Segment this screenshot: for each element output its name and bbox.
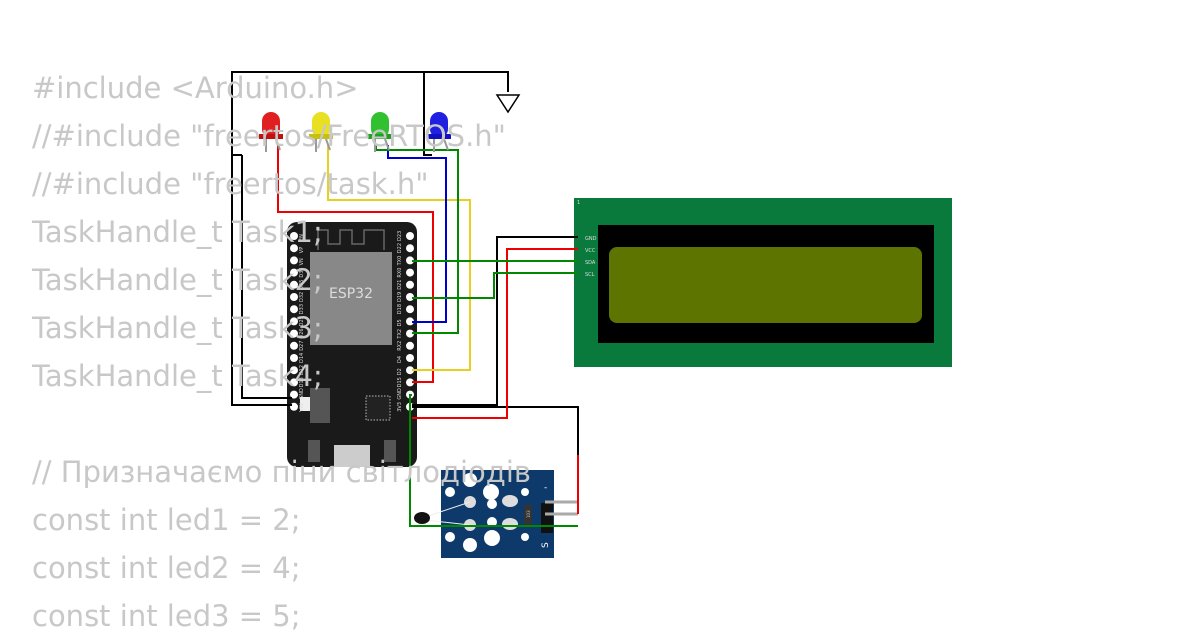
sensor-minus-label: - (544, 483, 547, 493)
esp32-board[interactable]: ESP32 ENVPVND34D35D32D33D25D26D27D14D12D… (287, 222, 417, 467)
pin-label: D23 (397, 231, 403, 241)
pin-label: D25 (299, 316, 305, 326)
thermistor (414, 512, 430, 524)
led-green[interactable] (368, 112, 392, 152)
pin-label: D19 (397, 292, 403, 302)
pin-label: D26 (299, 328, 305, 338)
pin-right-d5[interactable] (406, 317, 414, 326)
resistor-label: 103 (526, 510, 531, 518)
pin-left-d27[interactable] (290, 341, 298, 350)
pin-label: D4 (397, 356, 403, 363)
pin-label: RX2 (397, 341, 403, 351)
pin-left-d25[interactable] (290, 317, 298, 326)
pin-label: VP (299, 247, 305, 253)
pin-right-d23[interactable] (406, 232, 414, 240)
en-button[interactable] (384, 440, 396, 462)
ntc-sensor-module[interactable]: 103 - S (414, 470, 578, 558)
pin-label: D35 (299, 280, 305, 290)
pin-left-d14[interactable] (290, 354, 298, 362)
pin-left-d13[interactable] (290, 378, 298, 387)
wires (231, 71, 579, 527)
pin-label: D33 (299, 304, 305, 314)
pin-label: 3V3 (397, 402, 403, 412)
pin-left-vp[interactable] (290, 244, 298, 253)
pin-right-d15[interactable] (406, 378, 414, 387)
pin-label: D13 (299, 377, 305, 387)
esp32-label: ESP32 (329, 286, 373, 302)
antenna (317, 229, 385, 250)
pin-left-en[interactable] (290, 232, 298, 240)
pin-right-d22[interactable] (406, 244, 414, 253)
pin-label: VIN (299, 403, 305, 412)
pin-right-d2[interactable] (406, 366, 414, 375)
ground-symbol-icon (495, 94, 521, 114)
usb-port (334, 445, 370, 467)
pin-label: RX0 (397, 268, 403, 278)
pin-label: D5 (397, 319, 403, 326)
pin-label: D15 (397, 377, 403, 387)
pin-label: D18 (397, 304, 403, 314)
pin-label: D27 (299, 341, 305, 351)
pin-left-d26[interactable] (290, 329, 298, 338)
pin-label: D21 (397, 280, 403, 290)
pin-label: TX0 (397, 256, 403, 267)
boot-button[interactable] (308, 440, 320, 462)
pin-right-tx0[interactable] (406, 256, 414, 265)
pin-right-d4[interactable] (406, 354, 414, 362)
resistor (524, 505, 532, 525)
pin-label: D2 (397, 368, 403, 375)
pin-right-tx2[interactable] (406, 329, 414, 338)
pin-right-d18[interactable] (406, 305, 414, 314)
lcd-pin-gnd: GND (585, 236, 597, 242)
esp32-chip (310, 252, 392, 345)
pin-left-d12[interactable] (290, 366, 298, 375)
pin-label: D22 (397, 243, 403, 253)
pin-label: D14 (299, 353, 305, 363)
pin-left-vn[interactable] (290, 256, 298, 265)
pin-label: D34 (299, 267, 305, 277)
pin-right-rx2[interactable] (406, 341, 414, 350)
pin-label: EN (299, 234, 305, 241)
pin-label: GND (397, 388, 403, 400)
lcd-screen (609, 247, 922, 323)
pin-left-d32[interactable] (290, 293, 298, 301)
pin-right-rx0[interactable] (406, 268, 414, 277)
lcd-pin-sda: SDA (585, 260, 596, 266)
pin-left-d35[interactable] (290, 280, 298, 289)
sensor-signal-label: S (541, 542, 551, 548)
pin-label: D12 (299, 365, 305, 375)
lcd-pin-vcc: VCC (585, 248, 596, 254)
pin-left-gnd[interactable] (290, 390, 298, 399)
lcd-1602[interactable]: 1 GND VCC SDA SCL (574, 198, 952, 367)
led-yellow[interactable] (309, 112, 333, 152)
pin-label: VN (299, 258, 305, 265)
lcd-pin1-marker: 1 (577, 200, 580, 206)
led-blue[interactable] (427, 112, 451, 152)
pin-left-d34[interactable] (290, 268, 298, 277)
pin-right-d21[interactable] (406, 280, 414, 289)
lcd-pin-scl: SCL (585, 272, 595, 278)
pin-label: D32 (299, 292, 305, 302)
pin-label: GND (299, 388, 305, 400)
pin-left-d33[interactable] (290, 305, 298, 314)
led-red[interactable] (259, 112, 283, 152)
pin-label: TX2 (397, 329, 403, 340)
